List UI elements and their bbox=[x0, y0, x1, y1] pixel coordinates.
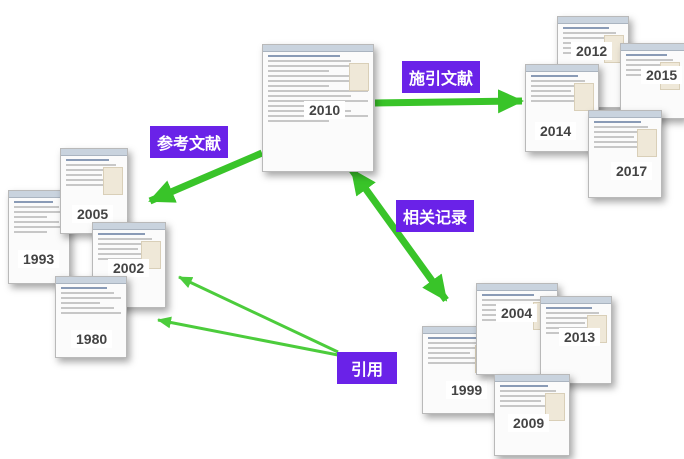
references-label: 参考文献 bbox=[150, 126, 229, 158]
paper-2017 bbox=[588, 110, 662, 198]
year-label: 2004 bbox=[496, 304, 538, 322]
related-records-arrow bbox=[349, 167, 449, 303]
year-label: 2012 bbox=[571, 42, 613, 60]
year-label: 1980 bbox=[71, 330, 113, 348]
cited-by-label: 施引文献 bbox=[402, 61, 481, 93]
citing-arrow-upper bbox=[178, 275, 339, 354]
year-label: 1999 bbox=[446, 381, 488, 399]
year-label: 2010 bbox=[304, 101, 346, 119]
year-label: 2017 bbox=[611, 162, 653, 180]
year-label: 2002 bbox=[108, 259, 150, 277]
year-label: 2014 bbox=[535, 122, 577, 140]
year-label: 2005 bbox=[72, 205, 114, 223]
cited-by-arrow bbox=[374, 89, 524, 114]
year-label: 2009 bbox=[508, 414, 550, 432]
citing-label: 引用 bbox=[337, 352, 398, 384]
paper-1993 bbox=[8, 190, 70, 284]
citing-arrow-lower bbox=[157, 316, 339, 357]
year-label: 2015 bbox=[641, 66, 683, 84]
references-arrow bbox=[148, 149, 264, 205]
year-label: 2013 bbox=[559, 328, 601, 346]
year-label: 1993 bbox=[18, 250, 60, 268]
related-records-label: 相关记录 bbox=[396, 200, 475, 232]
